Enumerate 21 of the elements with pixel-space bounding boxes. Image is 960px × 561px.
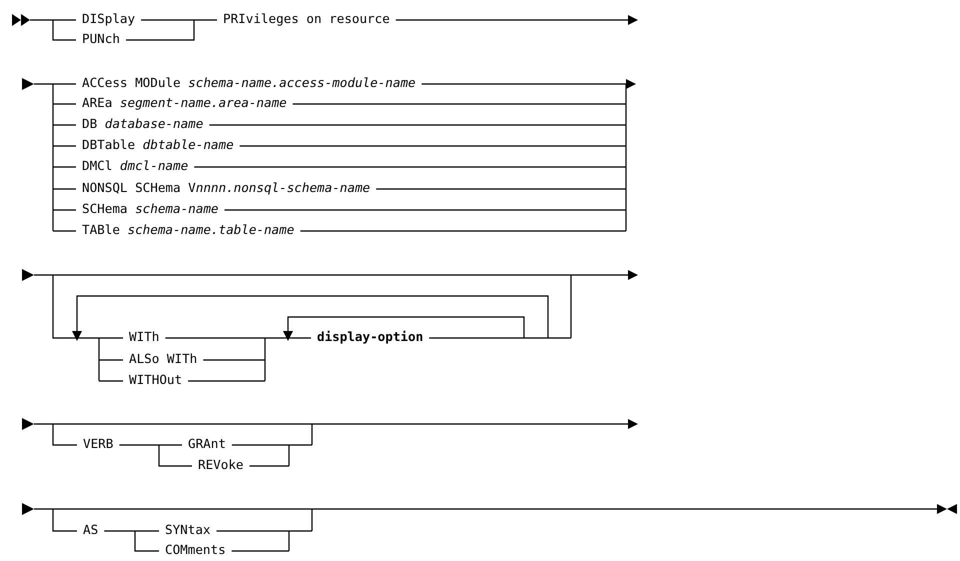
syntax-keyword: COMments [165, 542, 226, 558]
syntax-keyword: TABle schema-name.table-name [82, 222, 294, 238]
syntax-keyword: PUNch [82, 31, 120, 47]
syntax-keyword: SYNtax [165, 522, 210, 538]
syntax-keyword: DB database-name [82, 116, 204, 132]
syntax-keyword: VERB [83, 436, 114, 452]
syntax-keyword: DISplay [82, 11, 136, 27]
syntax-keyword: NONSQL SCHema Vnnnn.nonsql-schema-name [82, 180, 370, 196]
syntax-variable: display-option [317, 329, 424, 345]
syntax-keyword: REVoke [198, 457, 244, 473]
syntax-keyword: WITh [129, 329, 160, 345]
syntax-keyword: GRAnt [188, 436, 226, 452]
syntax-keyword: ALSo WITh [129, 351, 198, 367]
syntax-keyword: DBTable dbtable-name [82, 137, 234, 153]
syntax-keyword: AS [83, 522, 98, 538]
syntax-keyword: AREa segment-name.area-name [82, 95, 287, 111]
syntax-keyword: ACCess MODule schema-name.access-module-name [82, 75, 416, 91]
syntax-keyword: SCHema schema-name [82, 201, 218, 217]
syntax-keyword: WITHOut [129, 372, 182, 388]
syntax-keyword: DMCl dmcl-name [82, 158, 188, 174]
syntax-keyword: PRIvileges on resource [223, 11, 390, 27]
